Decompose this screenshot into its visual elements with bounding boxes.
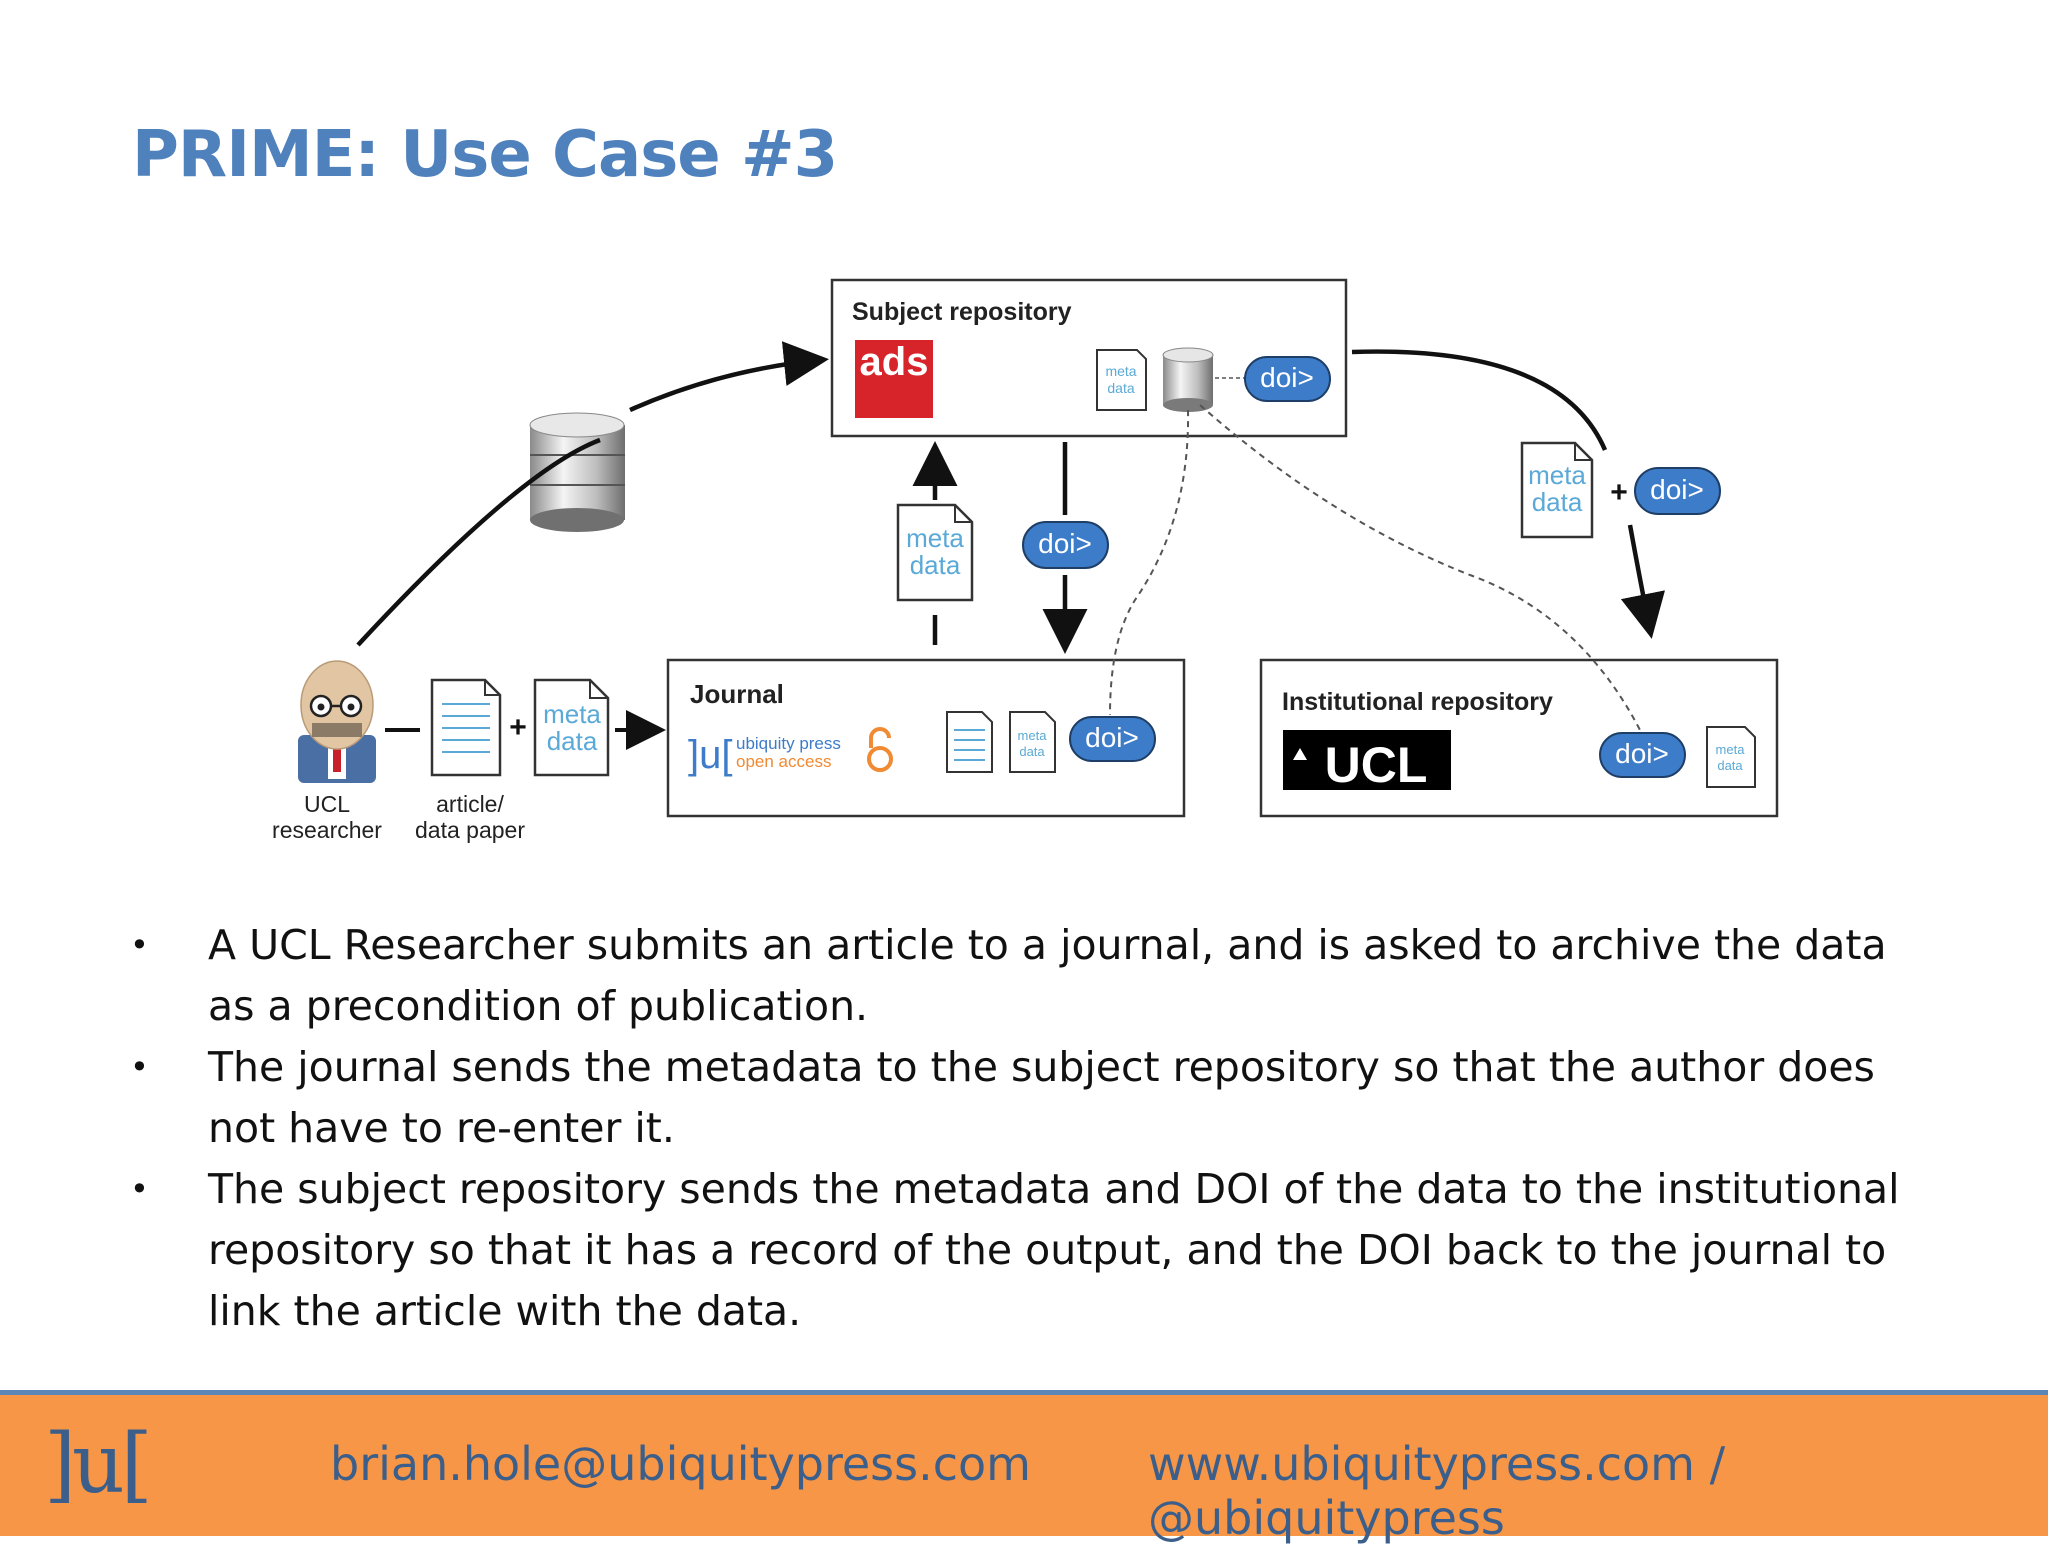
- plus-sign: +: [509, 711, 527, 744]
- article-label-line2: data paper: [415, 817, 525, 843]
- mid-doi-badge: doi>: [1022, 521, 1109, 569]
- footer-email: brian.hole@ubiquitypress.com: [330, 1437, 1031, 1491]
- ads-logo-text: ads: [860, 340, 929, 384]
- institutional-repository-label: Institutional repository: [1282, 688, 1553, 716]
- researcher-label-line2: researcher: [272, 817, 382, 843]
- right-doi-badge: doi>: [1634, 467, 1721, 515]
- journal-doi-badge: doi>: [1069, 716, 1156, 762]
- svg-text:data: data: [910, 550, 961, 580]
- subject-repository-box: Subject repository ads meta data doi>: [830, 278, 1348, 438]
- footer-bar: ]u[ brian.hole@ubiquitypress.com www.ubi…: [0, 1395, 2048, 1545]
- institutional-repository-box: Institutional repository UCL doi> meta d…: [1259, 658, 1779, 818]
- right-meta-doc: meta data: [1520, 441, 1594, 539]
- ubiquity-logo-line2: open access: [736, 752, 831, 771]
- bullet-dot: •: [130, 1048, 149, 1086]
- institutional-meta-doc: meta data: [1706, 726, 1756, 788]
- footer-website: www.ubiquitypress.com / @ubiquitypress: [1148, 1437, 1726, 1545]
- bullet-text: A UCL Researcher submits an article to a…: [208, 921, 1887, 1030]
- workflow-diagram: Subject repository ads meta data doi> Jo…: [272, 278, 1779, 843]
- bullet-dot: •: [130, 926, 149, 964]
- svg-text:meta: meta: [1716, 742, 1746, 757]
- bullet-text: The subject repository sends the metadat…: [208, 1165, 1900, 1335]
- bullet-item: • The subject repository sends the metada…: [130, 1159, 1920, 1342]
- svg-text:data: data: [1019, 744, 1045, 759]
- svg-text:doi>: doi>: [1038, 528, 1092, 559]
- researcher-label-line1: UCL: [304, 791, 350, 817]
- svg-text:meta: meta: [1018, 728, 1048, 743]
- mid-meta-doc: meta data: [896, 503, 974, 602]
- open-access-lock-icon: [867, 727, 893, 772]
- svg-text:meta: meta: [1105, 363, 1136, 379]
- ubiquity-logo-line1: ubiquity press: [736, 734, 841, 753]
- journal-article-doc: [946, 711, 993, 773]
- right-plus-sign: +: [1610, 476, 1628, 509]
- svg-text:doi>: doi>: [1650, 474, 1704, 505]
- researcher-database-icon: [529, 412, 625, 532]
- ubiquity-press-logo: ]u[: [44, 1417, 153, 1512]
- subject-meta-doc: meta data: [1096, 349, 1147, 411]
- svg-text:meta: meta: [906, 523, 964, 553]
- subject-database-icon: [1162, 347, 1214, 412]
- bullet-list: • A UCL Researcher submits an article to …: [130, 915, 1920, 1342]
- researcher-meta-doc: meta data: [533, 678, 610, 777]
- footer-divider: [0, 1390, 2048, 1395]
- svg-text:doi>: doi>: [1615, 738, 1669, 769]
- ucl-logo-text: UCL: [1325, 737, 1428, 793]
- journal-label: Journal: [690, 679, 784, 709]
- bullet-text: The journal sends the metadata to the su…: [208, 1043, 1875, 1152]
- svg-text:meta: meta: [543, 699, 601, 729]
- svg-text:data: data: [1532, 487, 1583, 517]
- article-label-line1: article/: [436, 791, 504, 817]
- subject-repository-label: Subject repository: [852, 298, 1072, 326]
- ubiquity-logo-mark: ]u[: [688, 733, 732, 777]
- subject-doi-badge: doi>: [1244, 356, 1331, 402]
- ucl-logo: [1283, 730, 1451, 790]
- svg-text:data: data: [547, 726, 598, 756]
- article-doc-icon: [430, 678, 502, 777]
- bullet-dot: •: [130, 1170, 149, 1208]
- bullet-item: • The journal sends the metadata to the s…: [130, 1037, 1920, 1159]
- workflow-diagram-svg: Subject repository ads meta data doi> Jo…: [272, 278, 1779, 843]
- svg-text:doi>: doi>: [1085, 722, 1139, 753]
- journal-box: Journal ]u[ ubiquity press open access m…: [666, 658, 1186, 818]
- svg-text:data: data: [1717, 758, 1743, 773]
- svg-text:meta: meta: [1528, 460, 1586, 490]
- bullet-item: • A UCL Researcher submits an article to …: [130, 915, 1920, 1037]
- slide-title: PRIME: Use Case #3: [132, 118, 838, 192]
- svg-text:doi>: doi>: [1260, 362, 1314, 393]
- svg-text:data: data: [1107, 380, 1134, 396]
- researcher-avatar-icon: [298, 660, 376, 783]
- ads-logo: [855, 340, 933, 418]
- institutional-doi-badge: doi>: [1599, 732, 1686, 778]
- journal-meta-doc: meta data: [1009, 711, 1056, 773]
